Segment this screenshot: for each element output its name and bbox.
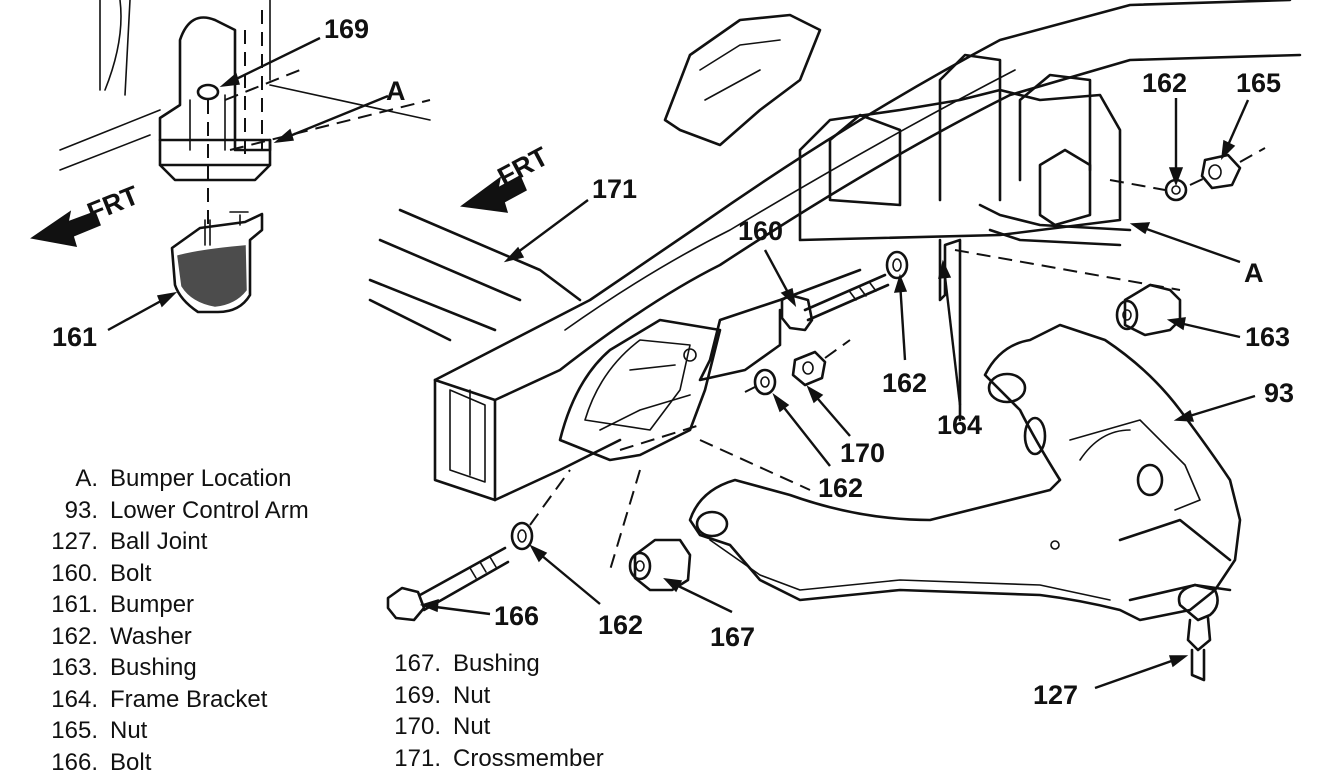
- legend-item: 161.Bumper: [51, 591, 195, 618]
- legend-item: A.Bumper Location: [75, 465, 292, 492]
- legend-item: 169.Nut: [394, 681, 491, 709]
- legend-item: 170.Nut: [394, 713, 491, 740]
- bolt-160-shape: [780, 273, 890, 332]
- frt-arrow-center: [460, 174, 527, 213]
- callout-162-low: 162: [818, 473, 863, 503]
- callout-167: 167: [710, 622, 755, 652]
- legend-item: 167.Bushing: [394, 650, 540, 677]
- callout-164: 164: [937, 410, 982, 440]
- washer-162-mid: [753, 368, 777, 396]
- frt-arrow-left: [30, 210, 101, 247]
- nut-169-shape: [196, 83, 220, 101]
- frt-label-left: FRT: [83, 180, 143, 228]
- callout-160: 160: [738, 216, 783, 246]
- callout-162-top: 162: [1142, 68, 1187, 98]
- legend-item: 165.Nut: [51, 717, 148, 744]
- crossmember-171-shape: [368, 0, 1302, 502]
- callout-166: 166: [494, 601, 539, 631]
- washer-162-upper: [885, 250, 909, 280]
- bushing-163-shape: [1115, 283, 1182, 337]
- callout-93: 93: [1264, 378, 1294, 408]
- legend-item: 127.Ball Joint: [51, 528, 208, 555]
- inset-bracket: [158, 16, 272, 152]
- legend-item: 164.Frame Bracket: [51, 685, 268, 713]
- callout-163: 163: [1245, 322, 1290, 352]
- nut-165-shape: [1200, 153, 1242, 190]
- callout-171: 171: [592, 174, 637, 204]
- callout-169: 169: [324, 14, 369, 44]
- ball-joint-127-shape: [1177, 583, 1219, 682]
- callout-162-bottom: 162: [598, 610, 643, 640]
- washer-162-bottom: [510, 521, 534, 551]
- callout-a-top: A: [386, 76, 406, 106]
- parts-legend-right: 167.Bushing 169.Nut 170.Nut 171.Crossmem…: [383, 648, 604, 774]
- callout-161: 161: [52, 322, 97, 352]
- nut-170-shape: [791, 350, 827, 387]
- callout-170: 170: [840, 438, 885, 468]
- legend-item: 171.Crossmember: [394, 744, 604, 772]
- callout-a-right: A: [1244, 258, 1264, 288]
- callout-127: 127: [1033, 680, 1078, 710]
- bushing-167-shape: [628, 538, 692, 592]
- parts-legend-left: A.Bumper Location 93.Lower Control Arm 1…: [40, 463, 309, 778]
- legend-item: 93.Lower Control Arm: [64, 496, 309, 524]
- callout-165: 165: [1236, 68, 1281, 98]
- inset-bumper-detail: FRT: [30, 0, 431, 314]
- callout-162-mid: 162: [882, 368, 927, 398]
- legend-item: 166.Bolt: [51, 748, 152, 776]
- bumper-161-shape: [170, 211, 264, 314]
- leader-lines: [107, 36, 1256, 690]
- legend-item: 162.Washer: [51, 622, 192, 650]
- legend-item: 163.Bushing: [51, 654, 197, 681]
- legend-item: 160.Bolt: [51, 559, 152, 587]
